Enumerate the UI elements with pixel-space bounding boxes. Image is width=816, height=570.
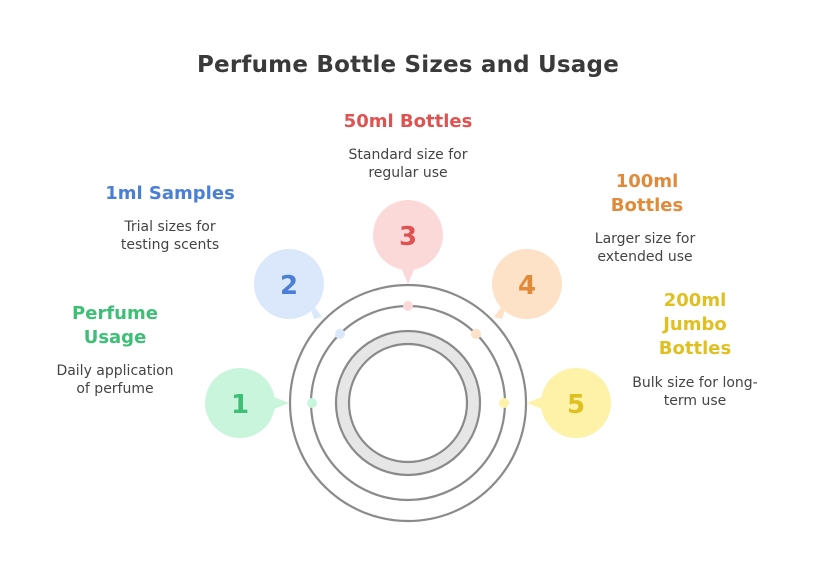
step-3-label: 50ml Bottles	[343, 111, 473, 132]
step-4-number: 4	[518, 271, 536, 301]
dot-5	[499, 398, 509, 408]
step-3-bubble: 3	[373, 200, 443, 284]
step-5-number: 5	[567, 390, 585, 420]
outer-ring	[288, 283, 528, 523]
step-2-number: 2	[280, 271, 298, 301]
step-1-label: Perfume Usage	[72, 303, 158, 348]
step-1-description: Daily application of perfume	[56, 363, 174, 397]
step-5-label: 200ml Jumbo Bottles	[658, 290, 732, 359]
step-1-bubble: 1	[205, 368, 289, 438]
step-3-number: 3	[399, 222, 417, 252]
step-1-number: 1	[231, 390, 249, 420]
dot-2	[335, 329, 345, 339]
step-4-bubble: 4	[492, 249, 562, 319]
diagram-title: Perfume Bottle Sizes and Usage	[196, 52, 619, 78]
dot-3	[403, 301, 413, 311]
step-3-description: Standard size for regular use	[348, 147, 468, 181]
core-circle	[347, 342, 469, 464]
step-4-label: 100ml Bottles	[610, 171, 684, 216]
dot-4	[471, 329, 481, 339]
step-5-description: Bulk size for long- term use	[632, 375, 758, 409]
step-2-bubble: 2	[254, 249, 324, 319]
step-4-description: Larger size for extended use	[594, 231, 696, 265]
step-5-bubble: 5	[527, 368, 611, 438]
step-2-label: 1ml Samples	[105, 183, 235, 204]
dot-1	[307, 398, 317, 408]
step-2-description: Trial sizes for testing scents	[120, 219, 220, 253]
